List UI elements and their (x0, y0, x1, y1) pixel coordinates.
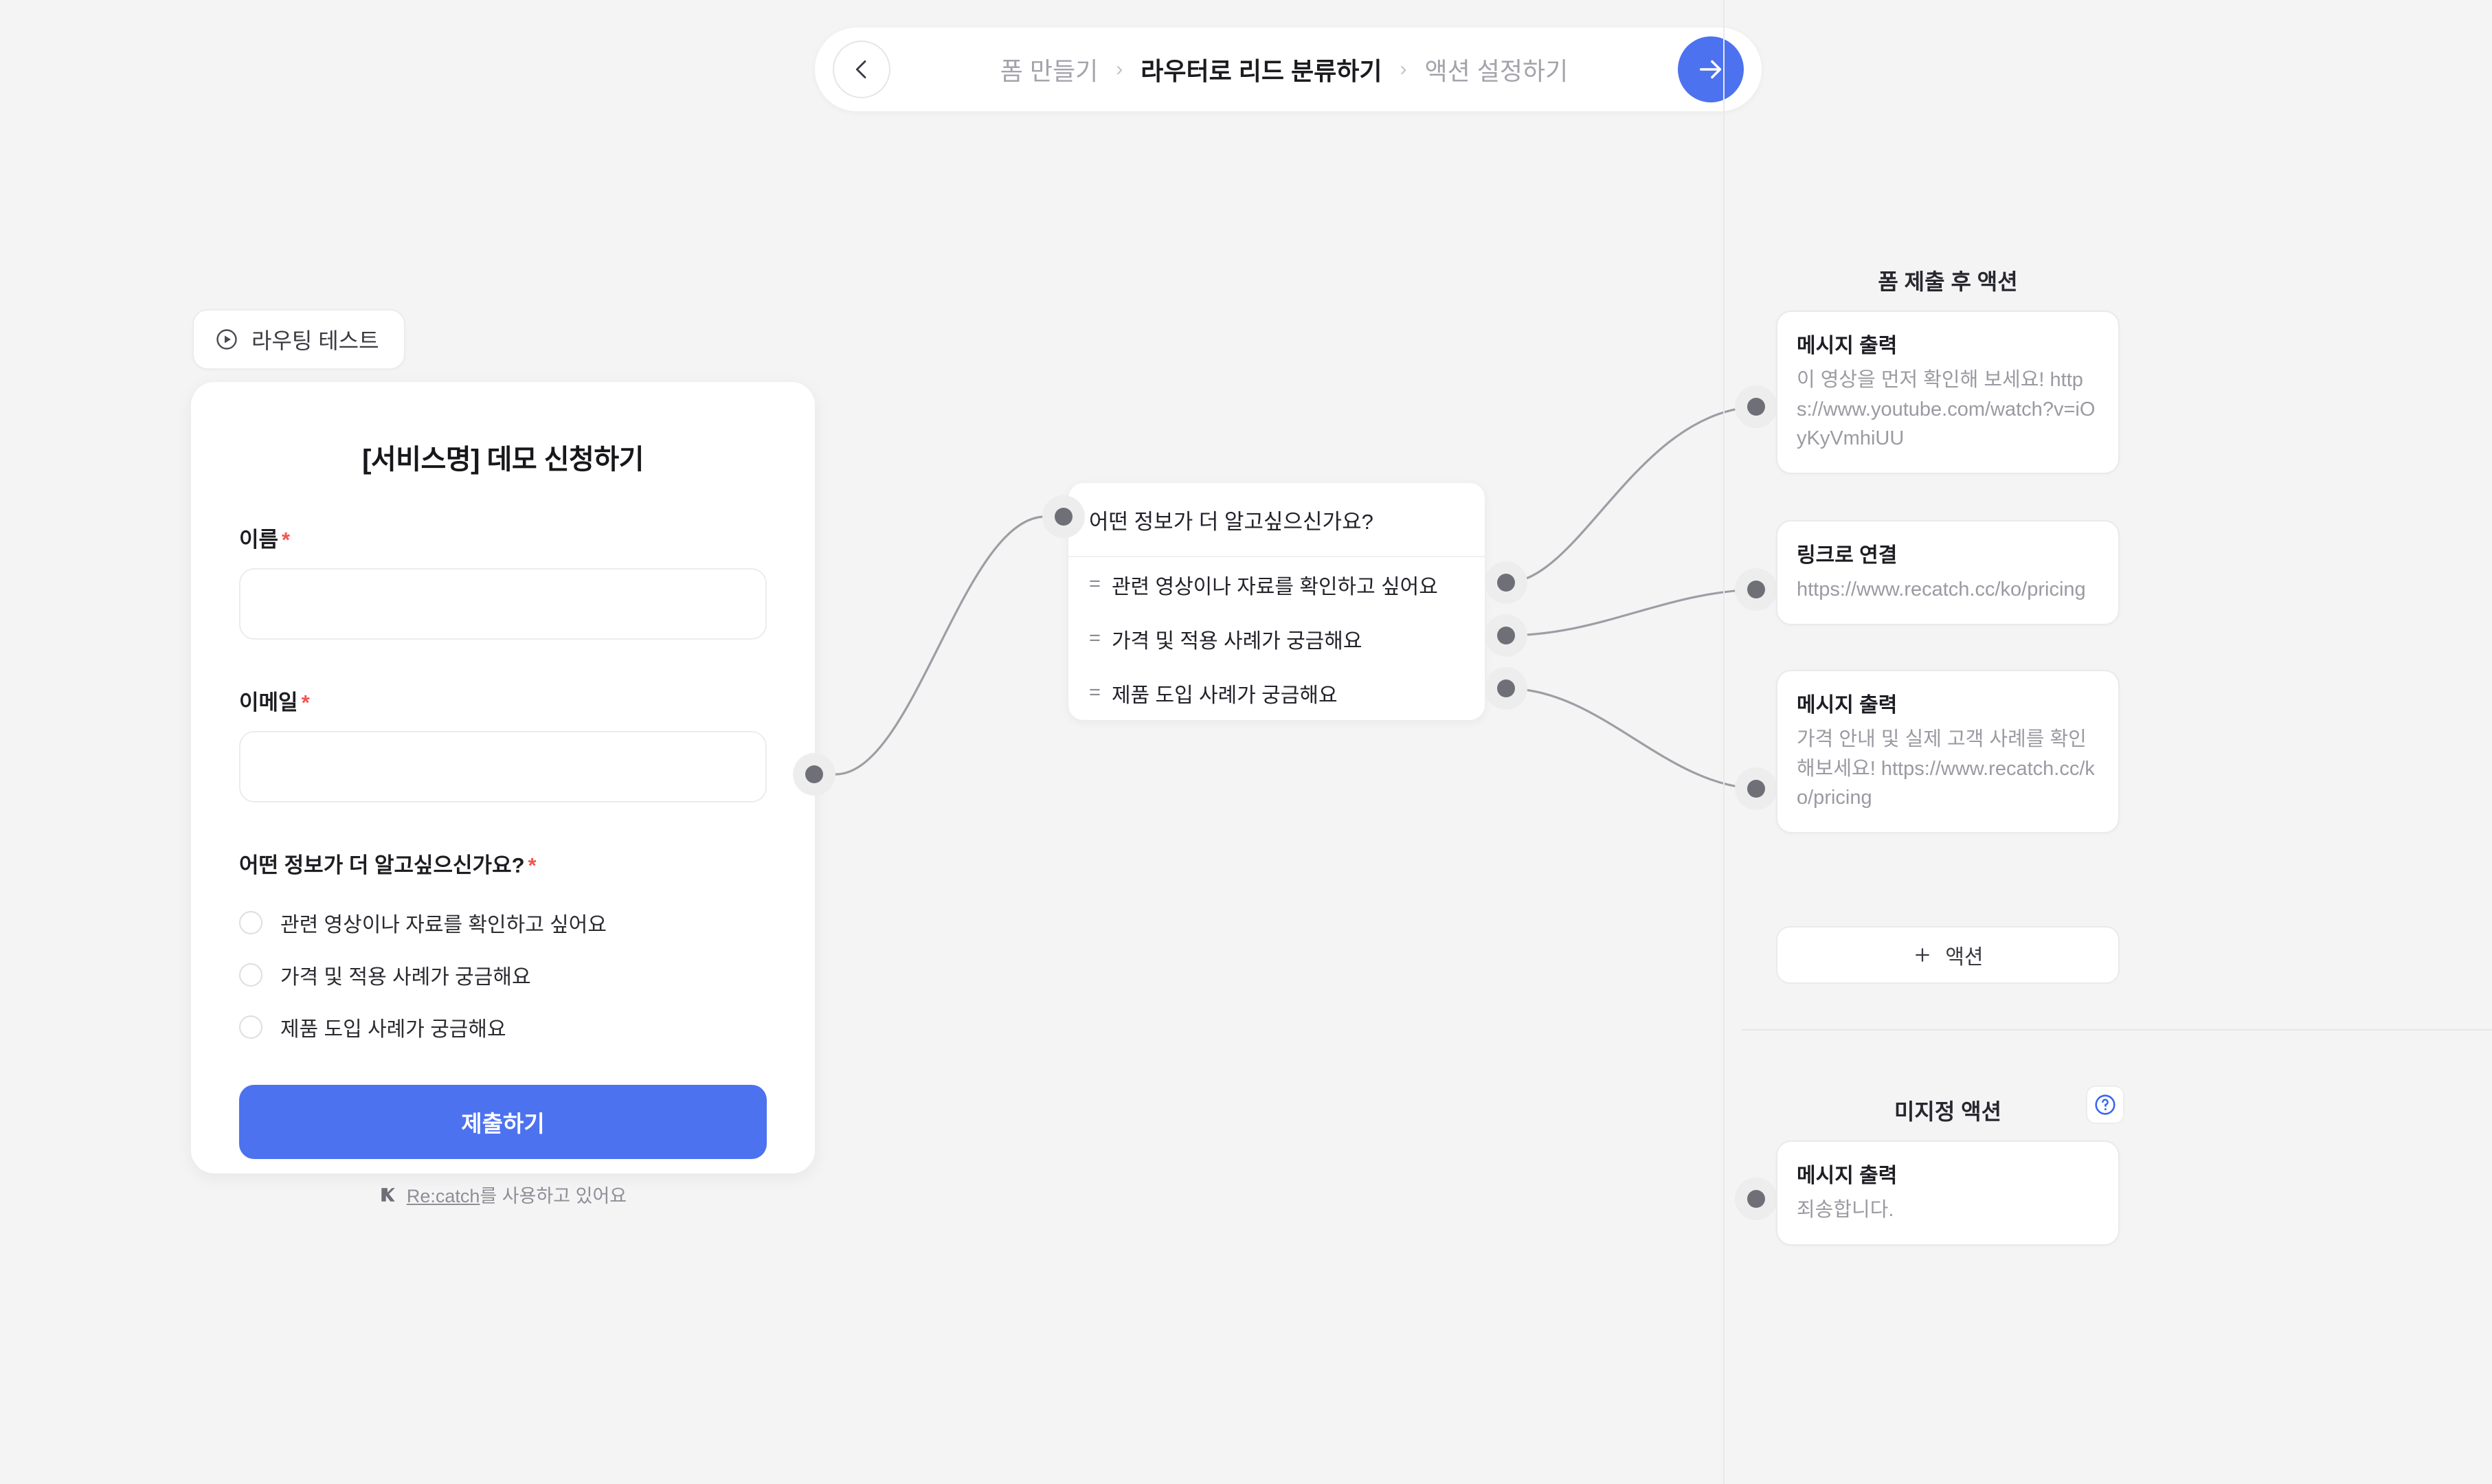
powered-by: Re:catch를 사용하고 있어요 (239, 1181, 767, 1208)
powered-by-text[interactable]: Re:catch를 사용하고 있어요 (407, 1181, 627, 1208)
breadcrumb-separator: › (1400, 58, 1407, 80)
breadcrumb-separator: › (1116, 58, 1123, 80)
required-mark: * (301, 690, 310, 715)
router-branch-1[interactable]: = 가격 및 적용 사례가 궁금해요 (1068, 611, 1485, 666)
breadcrumb-item-form[interactable]: 폼 만들기 (1000, 57, 1099, 85)
recatch-logo-icon (381, 1187, 395, 1202)
router-question: 어떤 정보가 더 알고싶으신가요? (1068, 483, 1485, 557)
field-label-question-text: 어떤 정보가 더 알고싶으신가요? (239, 853, 525, 877)
field-label-email: 이메일* (239, 685, 767, 716)
play-circle-icon (216, 329, 237, 350)
router-output-handle-2[interactable] (1485, 667, 1527, 710)
field-label-email-text: 이메일 (239, 690, 298, 715)
action-card-body: https://www.recatch.cc/ko/pricing (1797, 578, 2086, 600)
router-input-handle[interactable] (1042, 495, 1085, 538)
radio-circle-icon (239, 963, 262, 987)
action-card-title: 메시지 출력 (1797, 694, 1898, 717)
powered-by-suffix: 를 사용하고 있어요 (480, 1186, 627, 1206)
field-label-name: 이름* (239, 522, 767, 553)
routing-test-button[interactable]: 라우팅 테스트 (192, 309, 405, 370)
back-button[interactable] (833, 41, 890, 98)
action-card-0[interactable]: 메시지 출력 이 영상을 먼저 확인해 보세요! https://www.you… (1776, 311, 2120, 474)
action-card-body: 죄송합니다. (1797, 1199, 1894, 1221)
action-card-body: 이 영상을 먼저 확인해 보세요! https://www.youtube.co… (1797, 369, 2096, 450)
panel-divider-horizontal (1742, 1029, 2492, 1031)
unassigned-action-input-handle[interactable] (1735, 1178, 1777, 1220)
submit-button[interactable]: 제출하기 (239, 1085, 767, 1159)
router-output-handle-0[interactable] (1485, 561, 1527, 604)
router-branch-label: 가격 및 적용 사례가 궁금해요 (1111, 629, 1362, 653)
form-title: [서비스명] 데모 신청하기 (362, 445, 644, 475)
router-branch-label: 관련 영상이나 자료를 확인하고 싶어요 (1111, 575, 1438, 598)
action-card-2[interactable]: 메시지 출력 가격 안내 및 실제 고객 사례를 확인해보세요! https:/… (1776, 670, 2120, 833)
operator-label: = (1089, 682, 1101, 704)
radio-option-label: 가격 및 적용 사례가 궁금해요 (280, 966, 531, 989)
radio-circle-icon (239, 911, 262, 934)
breadcrumb-item-action[interactable]: 액션 설정하기 (1424, 57, 1569, 85)
breadcrumb-item-router[interactable]: 라우터로 리드 분류하기 (1141, 57, 1382, 85)
radio-option-label: 제품 도입 사례가 궁금해요 (280, 1018, 506, 1041)
unassigned-action-card-0[interactable]: 메시지 출력 죄송합니다. (1776, 1140, 2120, 1246)
breadcrumb-bar: 폼 만들기 › 라우터로 리드 분류하기 › 액션 설정하기 (815, 27, 1762, 111)
operator-label: = (1089, 627, 1101, 649)
help-button[interactable] (2086, 1086, 2124, 1124)
router-branch-0[interactable]: = 관련 영상이나 자료를 확인하고 싶어요 (1068, 557, 1485, 611)
field-label-question: 어떤 정보가 더 알고싶으신가요?* (239, 848, 767, 879)
question-circle-icon (2095, 1094, 2115, 1115)
action-input-handle-1[interactable] (1735, 568, 1777, 611)
add-action-button[interactable]: 액션 (1776, 926, 2120, 984)
radio-option-label: 관련 영상이나 자료를 확인하고 싶어요 (280, 914, 607, 936)
router-branch-2[interactable]: = 제품 도입 사례가 궁금해요 (1068, 666, 1485, 720)
add-action-label: 액션 (1945, 946, 1984, 969)
radio-option-2[interactable]: 제품 도입 사례가 궁금해요 (239, 1001, 767, 1053)
action-card-title: 메시지 출력 (1797, 1165, 1898, 1187)
breadcrumb: 폼 만들기 › 라우터로 리드 분류하기 › 액션 설정하기 (890, 52, 1678, 87)
radio-option-0[interactable]: 관련 영상이나 자료를 확인하고 싶어요 (239, 897, 767, 949)
radio-option-1[interactable]: 가격 및 적용 사례가 궁금해요 (239, 949, 767, 1001)
radio-circle-icon (239, 1015, 262, 1039)
plus-icon (1916, 948, 1930, 962)
router-node[interactable]: 어떤 정보가 더 알고싶으신가요? = 관련 영상이나 자료를 확인하고 싶어요… (1068, 483, 1485, 720)
form-output-handle[interactable] (793, 753, 835, 796)
operator-label: = (1089, 573, 1101, 595)
arrow-right-icon (1699, 60, 1722, 79)
routing-test-label: 라우팅 테스트 (251, 328, 379, 353)
required-mark: * (282, 528, 291, 552)
form-preview-card: [서비스명] 데모 신청하기 이름* 이메일* 어떤 정보가 더 알고싶으신가요… (191, 382, 815, 1206)
router-branch-label: 제품 도입 사례가 궁금해요 (1111, 684, 1338, 707)
post-submit-actions-title: 폼 제출 후 액션 (1878, 269, 2018, 294)
radio-group: 관련 영상이나 자료를 확인하고 싶어요 가격 및 적용 사례가 궁금해요 제품… (239, 897, 767, 1053)
required-mark: * (528, 853, 537, 877)
field-label-name-text: 이름 (239, 528, 279, 552)
action-card-title: 메시지 출력 (1797, 335, 1898, 357)
action-input-handle-2[interactable] (1735, 767, 1777, 810)
action-card-body: 가격 안내 및 실제 고객 사례를 확인해보세요! https://www.re… (1797, 728, 2095, 809)
name-input[interactable] (239, 568, 767, 640)
panel-divider-vertical (1723, 0, 1725, 1484)
next-button[interactable] (1678, 36, 1744, 102)
action-input-handle-0[interactable] (1735, 385, 1777, 428)
recatch-link[interactable]: Re:catch (406, 1186, 480, 1206)
arrow-left-icon (855, 60, 866, 79)
action-card-title: 링크로 연결 (1797, 544, 1898, 567)
action-card-1[interactable]: 링크로 연결 https://www.recatch.cc/ko/pricing (1776, 520, 2120, 625)
unassigned-actions-title: 미지정 액션 (1894, 1099, 2002, 1124)
email-input[interactable] (239, 731, 767, 802)
router-output-handle-1[interactable] (1485, 614, 1527, 657)
